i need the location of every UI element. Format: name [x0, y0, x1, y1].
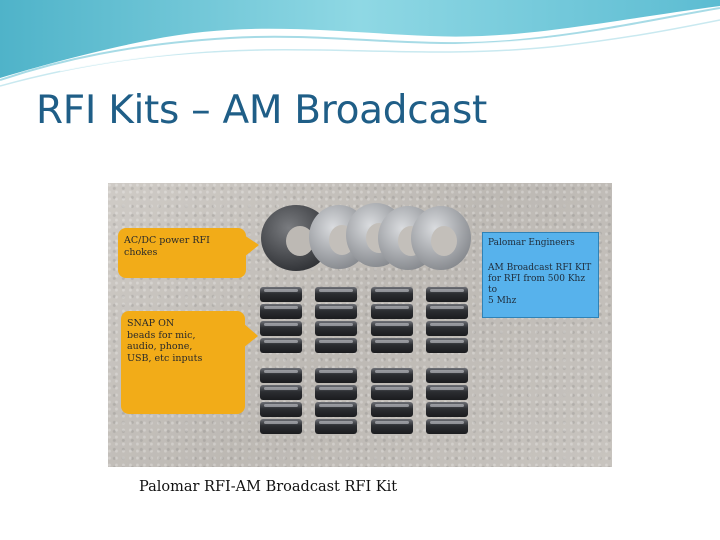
bead-highlight — [430, 306, 464, 309]
bead-highlight — [430, 323, 464, 326]
callout-pointer — [243, 323, 258, 348]
kit-brand-label: Palomar Engineers — [488, 238, 575, 248]
bead-highlight — [375, 340, 409, 343]
kit-description-label: AM Broadcast RFI KIT for RFI from 500 Kh… — [488, 263, 592, 306]
snap-on-beads — [260, 287, 468, 434]
bead-highlight — [319, 323, 353, 326]
bead-highlight — [375, 370, 409, 373]
product-photo: AC/DC power RFI chokes SNAP ON beads for… — [108, 183, 612, 467]
header-wave-decoration — [0, 0, 720, 87]
bead-highlight — [264, 421, 298, 424]
bead-highlight — [430, 370, 464, 373]
toroid-rings — [261, 203, 471, 271]
bead-cluster — [371, 368, 413, 434]
callout-power-chokes: AC/DC power RFI chokes — [118, 228, 246, 278]
bead-highlight — [264, 404, 298, 407]
bead-highlight — [375, 387, 409, 390]
kit-label-box: Palomar Engineers AM Broadcast RFI KIT f… — [482, 232, 599, 318]
slide-title: RFI Kits – AM Broadcast — [36, 88, 487, 133]
ferrite-kit-drawing — [243, 203, 471, 434]
bead-highlight — [375, 323, 409, 326]
callout-snap-on-beads: SNAP ON beads for mic, audio, phone, USB… — [121, 311, 245, 414]
bead-cluster — [426, 287, 468, 353]
bead-cluster — [426, 368, 468, 434]
bead-highlight — [375, 404, 409, 407]
bead-highlight — [264, 340, 298, 343]
bead-cluster — [315, 287, 357, 353]
toroid-ring — [411, 206, 471, 270]
bead-highlight — [264, 289, 298, 292]
bead-highlight — [319, 404, 353, 407]
bead-highlight — [430, 340, 464, 343]
bead-cluster — [260, 368, 302, 434]
callout-pointer — [244, 235, 259, 257]
bead-highlight — [264, 370, 298, 373]
bead-highlight — [319, 340, 353, 343]
bead-highlight — [430, 404, 464, 407]
bead-highlight — [319, 387, 353, 390]
bead-highlight — [430, 387, 464, 390]
bead-highlight — [264, 323, 298, 326]
bead-cluster — [260, 287, 302, 353]
bead-highlight — [319, 306, 353, 309]
bead-highlight — [375, 421, 409, 424]
bead-highlight — [319, 289, 353, 292]
bead-highlight — [319, 370, 353, 373]
bead-highlight — [264, 306, 298, 309]
bead-highlight — [264, 387, 298, 390]
bead-highlight — [430, 421, 464, 424]
bead-cluster — [371, 287, 413, 353]
bead-cluster — [315, 368, 357, 434]
bead-highlight — [375, 306, 409, 309]
bead-highlight — [375, 289, 409, 292]
photo-caption: Palomar RFI-AM Broadcast RFI Kit — [139, 479, 398, 495]
bead-highlight — [319, 421, 353, 424]
bead-highlight — [430, 289, 464, 292]
